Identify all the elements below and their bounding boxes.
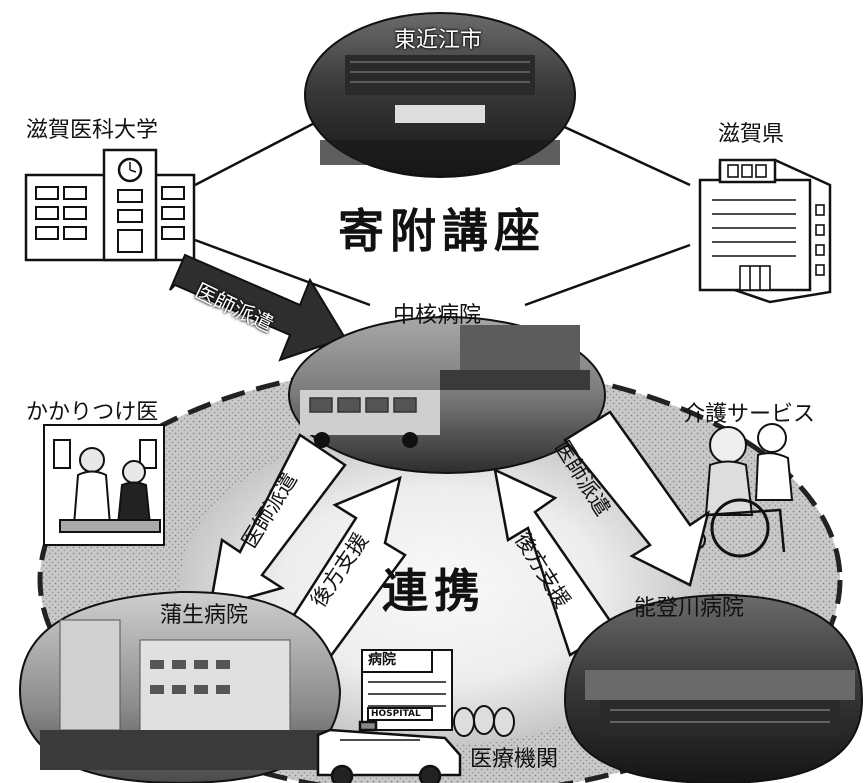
notogawa-hospital-label: 能登川病院 xyxy=(634,596,745,621)
ambulance-icon xyxy=(316,720,462,783)
core-hospital-label: 中核病院 xyxy=(393,303,482,328)
city-hall-photo xyxy=(304,12,576,178)
core-hospital-photo xyxy=(288,316,606,474)
medical-institution-icon xyxy=(361,649,515,737)
hospital-sign-kanji: 病院 xyxy=(368,652,396,668)
gamo-hospital-photo xyxy=(18,590,342,783)
gamo-hospital-label: 蒲生病院 xyxy=(160,603,249,628)
prefecture-label: 滋賀県 xyxy=(718,122,785,147)
hospital-sign-en: HOSPITAL xyxy=(371,709,421,719)
university-building-icon xyxy=(24,148,196,262)
cooperation-title: 連携 xyxy=(382,564,486,618)
dispatch-arrow-right xyxy=(563,410,710,587)
prefecture-building-icon xyxy=(698,158,832,304)
family-doctor-label: かかりつけ医 xyxy=(26,400,159,425)
endowed-course-title: 寄附講座 xyxy=(338,204,546,258)
city-label: 東近江市 xyxy=(394,28,483,53)
university-label: 滋賀医科大学 xyxy=(26,118,159,143)
care-service-label: 介護サービス xyxy=(683,402,816,427)
medical-institutions-label: 医療機関 xyxy=(470,747,559,772)
support-arrow-left xyxy=(276,475,407,670)
family-doctor-icon xyxy=(43,424,165,546)
support-arrow-right xyxy=(493,467,617,657)
notogawa-hospital-photo xyxy=(563,593,864,783)
connection-lines xyxy=(194,113,691,307)
